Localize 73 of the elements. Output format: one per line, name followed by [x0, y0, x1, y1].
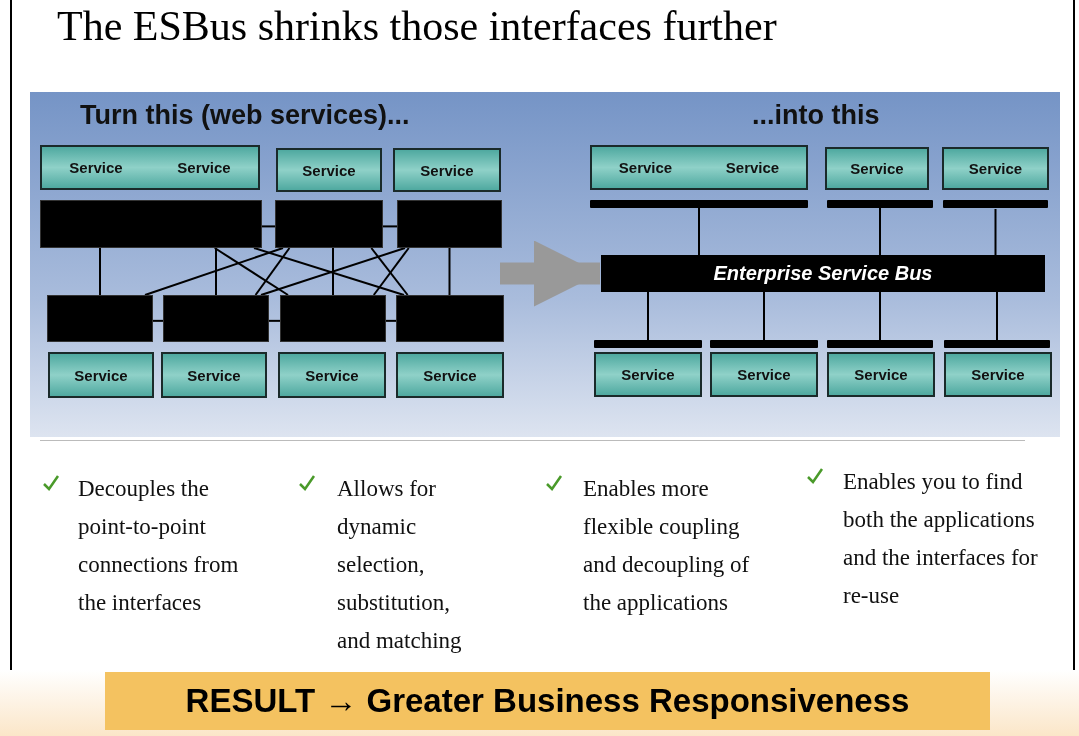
- service-label: Service: [74, 366, 128, 384]
- connector-bar: [944, 340, 1050, 348]
- connector-bar: [710, 340, 818, 348]
- connector-bar: [827, 200, 933, 208]
- service-label: Service: [618, 159, 673, 176]
- connector-line: [254, 247, 291, 296]
- connector-line: [261, 225, 276, 228]
- service-label: Service: [725, 159, 780, 176]
- service-label: Service: [187, 366, 241, 384]
- service-box: [276, 148, 382, 192]
- connector-line: [996, 291, 998, 341]
- service-label: Service: [621, 366, 675, 383]
- service-label: Service: [423, 366, 477, 384]
- connector-bar: [590, 200, 808, 208]
- connector-line: [152, 319, 164, 322]
- service-label: Service: [305, 366, 359, 384]
- connector-line: [647, 291, 649, 341]
- connector-bar: [943, 200, 1048, 208]
- interface-block: [397, 200, 502, 248]
- service-box: [827, 352, 935, 397]
- bus-bar: Enterprise Service Bus: [601, 255, 1045, 292]
- service-box: [278, 352, 386, 398]
- connector-line: [994, 208, 997, 256]
- service-box: [396, 352, 504, 398]
- service-label: Service: [968, 160, 1023, 177]
- service-box: [825, 147, 929, 190]
- connector-line: [215, 247, 217, 296]
- interface-block: [396, 295, 504, 342]
- connector-line: [144, 247, 284, 296]
- connector-line: [332, 247, 334, 296]
- service-label: Service: [69, 159, 123, 176]
- service-box: [161, 352, 267, 398]
- connector-line: [99, 247, 101, 296]
- bullet-text: Enables you to find both the applications and the interfaces for re-use: [843, 468, 1039, 610]
- panel-heading: Turn this (web services)...: [80, 100, 411, 131]
- bullet-text: Enables more flexible coupling and decoupling of the applications: [583, 475, 751, 617]
- service-box: [40, 145, 260, 190]
- connector-bar: [827, 340, 933, 348]
- service-box: [590, 145, 808, 190]
- bullet-text: Allows for dynamic selection, substitution, and matching: [337, 475, 463, 655]
- service-box: [393, 148, 501, 192]
- bullet-text: Decouples the point-to-point connections from the interfaces: [78, 475, 240, 617]
- interface-block: [280, 295, 386, 342]
- service-label: Service: [177, 159, 231, 176]
- service-label: Service: [854, 366, 908, 383]
- connector-line: [879, 206, 881, 256]
- service-box: [942, 147, 1049, 190]
- connector-bar: [594, 340, 702, 348]
- connector-line: [448, 247, 451, 296]
- slide-title: The ESBus shrinks those interfaces further: [57, 2, 778, 51]
- interface-block: [40, 200, 262, 248]
- connector-line: [698, 206, 700, 256]
- connector-line: [268, 319, 281, 322]
- service-box: [710, 352, 818, 397]
- service-label: Service: [420, 161, 474, 179]
- connector-line: [382, 225, 398, 228]
- block-arrow: [500, 240, 600, 307]
- interface-block: [275, 200, 383, 248]
- service-box: [48, 352, 154, 398]
- interface-block: [163, 295, 269, 342]
- service-label: Service: [302, 161, 356, 179]
- service-box: [944, 352, 1052, 397]
- service-box: [594, 352, 702, 397]
- connector-line: [879, 291, 881, 341]
- connector-line: [763, 291, 765, 341]
- connector-line: [385, 319, 397, 322]
- result-banner: RESULT → Greater Business Responsiveness: [105, 672, 990, 730]
- panel-heading: ...into this: [752, 100, 881, 131]
- service-label: Service: [971, 366, 1025, 383]
- service-label: Service: [850, 160, 904, 177]
- interface-block: [47, 295, 153, 342]
- connector-line: [213, 247, 289, 296]
- service-label: Service: [737, 366, 791, 383]
